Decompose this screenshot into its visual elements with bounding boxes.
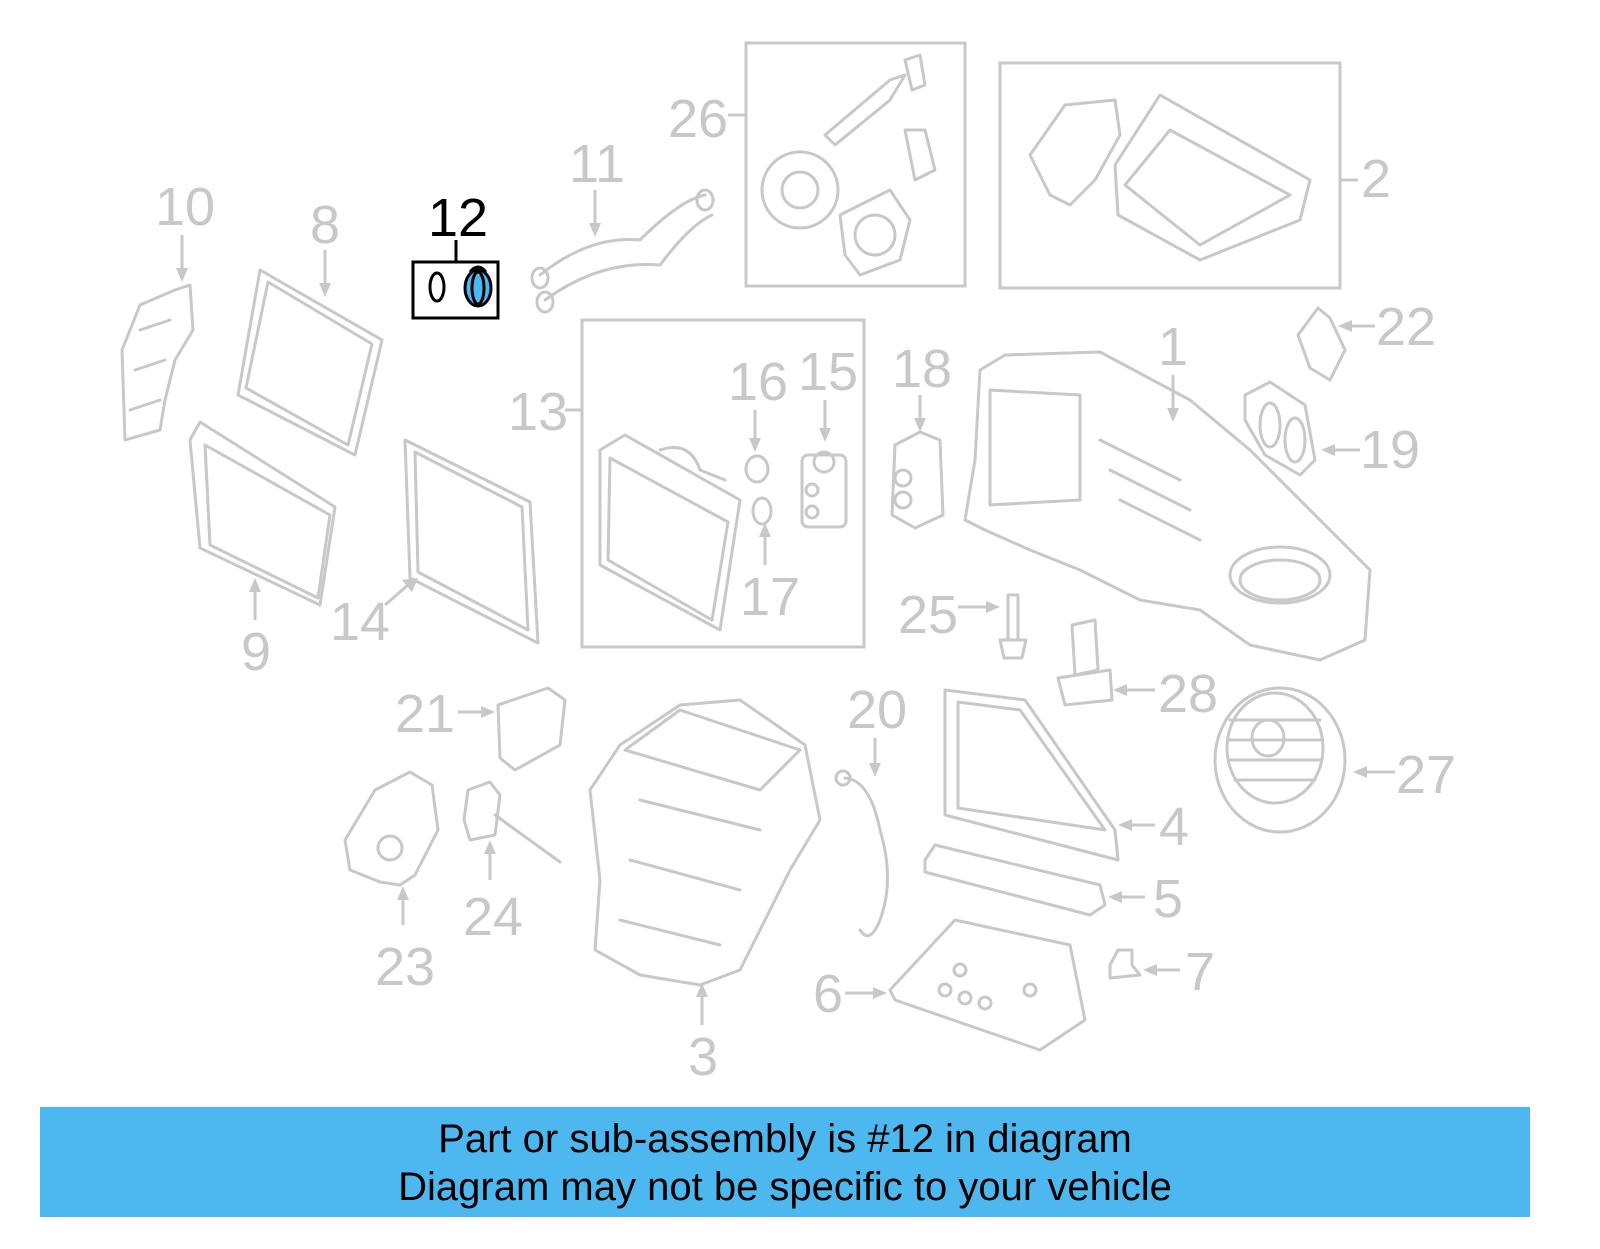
callout-28: 28 <box>1158 664 1218 724</box>
oring-icon <box>428 271 446 303</box>
callout-19: 19 <box>1360 420 1420 480</box>
part-11-pipe <box>530 188 715 314</box>
callout-22: 22 <box>1376 297 1436 357</box>
callout-2: 2 <box>1361 149 1391 209</box>
callout-16: 16 <box>728 352 788 412</box>
group-box-13 <box>580 318 866 649</box>
part-21-actuator <box>496 686 567 772</box>
part-12-highlight <box>411 240 500 320</box>
leader-lines <box>176 113 1395 1025</box>
callout-12: 12 <box>428 188 488 248</box>
part-20-drain-hose <box>834 769 889 938</box>
part-25-screw <box>998 593 1028 660</box>
part-22-sensor <box>1296 306 1347 382</box>
callout-21: 21 <box>395 684 455 744</box>
part-18-actuator <box>890 430 945 530</box>
part-14-frame <box>403 438 540 645</box>
callout-10: 10 <box>155 177 215 237</box>
callout-7: 7 <box>1185 942 1215 1002</box>
part-7-clip <box>1108 948 1142 980</box>
part-28-resistor <box>1056 618 1114 707</box>
part-1-hvac-housing <box>963 350 1372 662</box>
part-17-oring <box>751 496 773 526</box>
part-6-tray <box>888 918 1087 1052</box>
callout-27: 27 <box>1396 745 1456 805</box>
group-box-2 <box>998 61 1342 290</box>
callout-3: 3 <box>688 1027 718 1087</box>
part-19-seal <box>1243 380 1317 477</box>
seal-kit-icon <box>463 268 493 308</box>
part-2-housing-cover <box>1028 93 1312 262</box>
part-23-actuator <box>343 770 440 887</box>
callout-13: 13 <box>508 382 568 442</box>
part-15-valve <box>800 450 848 529</box>
callout-4: 4 <box>1159 797 1189 857</box>
callout-24: 24 <box>463 887 523 947</box>
part-13-evaporator <box>598 433 742 632</box>
part-26-assembly <box>760 53 937 277</box>
callout-17: 17 <box>740 567 800 627</box>
part-8-filter <box>236 268 384 457</box>
group-box-26 <box>744 41 967 288</box>
callout-6: 6 <box>813 964 843 1024</box>
part-9-condenser <box>188 420 337 607</box>
callout-1: 1 <box>1158 317 1188 377</box>
callout-25: 25 <box>898 585 958 645</box>
callout-23: 23 <box>375 937 435 997</box>
part-4-cabin-filter <box>943 688 1120 862</box>
part-3-distribution-housing <box>588 698 822 987</box>
callout-18: 18 <box>892 339 952 399</box>
part-24-sensor <box>462 780 562 864</box>
part-27-blower-motor <box>1213 686 1347 834</box>
caption-line-1: Part or sub-assembly is #12 in diagram <box>438 1117 1132 1161</box>
callout-15: 15 <box>798 342 858 402</box>
part-5-cover <box>923 843 1107 917</box>
callout-26: 26 <box>668 89 728 149</box>
callout-11: 11 <box>569 134 625 194</box>
part-16-oring <box>744 454 770 484</box>
caption-line-2: Diagram may not be specific to your vehi… <box>398 1165 1172 1209</box>
callout-8: 8 <box>310 195 340 255</box>
part-10-bracket <box>120 283 195 442</box>
callout-5: 5 <box>1153 869 1183 929</box>
caption-banner: Part or sub-assembly is #12 in diagram D… <box>40 1107 1530 1217</box>
callout-20: 20 <box>847 680 907 740</box>
callout-9: 9 <box>241 622 271 682</box>
callout-14: 14 <box>330 592 390 652</box>
